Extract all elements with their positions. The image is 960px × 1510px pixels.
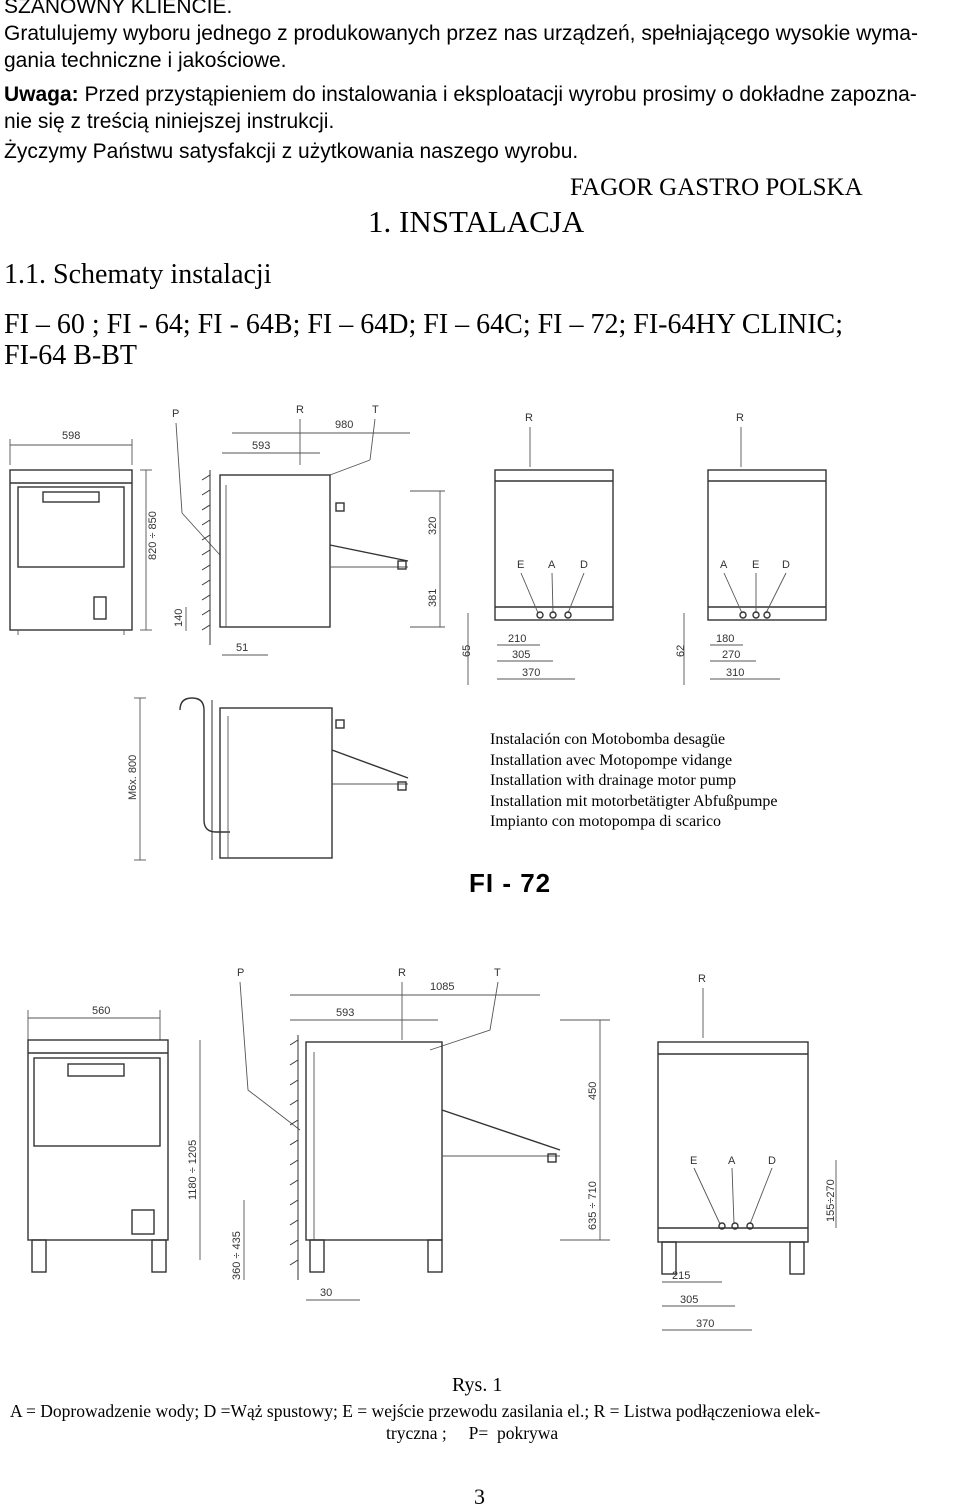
back2-dim-h: 62 — [675, 645, 687, 657]
pump-line-de: Installation mit motorbetätigter Abfußpu… — [490, 792, 778, 810]
back1-dim-c: 370 — [522, 667, 540, 679]
front-view-bottom: 560 1180 ÷ 1205 360 ÷ 435 — [27, 1005, 245, 1280]
letter-t: T — [372, 404, 379, 416]
dim-leg-width: 51 — [236, 642, 248, 654]
back1-letter-r: R — [525, 412, 533, 424]
dim-depth-total: 980 — [335, 419, 353, 431]
bottom-installation-diagram: 560 1180 ÷ 1205 360 ÷ 435 P R T 1085 593 — [27, 967, 837, 1331]
back1-letter-e: E — [517, 559, 524, 571]
letter-p: P — [172, 408, 179, 420]
dim-depth-inner: 593 — [252, 440, 270, 452]
bottom-back-letter-a: A — [728, 1155, 736, 1167]
back2-letter-d: D — [782, 559, 790, 571]
page-number: 3 — [474, 1484, 485, 1509]
pump-description: Instalación con Motobomba desagüe Instal… — [490, 730, 778, 833]
warning-line-1: Uwaga: Przed przystąpieniem do instalowa… — [4, 81, 917, 108]
top-installation-diagram: 598 820 ÷ 850 P R T 980 593 — [9, 404, 827, 685]
intro-line-1: Gratulujemy wyboru jednego z produkowany… — [4, 22, 918, 45]
greeting: SZANOWNY KLIENCIE. — [4, 0, 233, 18]
letter-r: R — [296, 404, 304, 416]
back2-dim-b: 270 — [722, 649, 740, 661]
bottom-letter-t: T — [494, 967, 501, 979]
legend-line-2: tryczna ; P= pokrywa — [386, 1423, 559, 1443]
bottom-letter-p: P — [237, 967, 244, 979]
back1-letter-d: D — [580, 559, 588, 571]
back1-letter-a: A — [548, 559, 556, 571]
bottom-dim-top-offset: 450 — [587, 1082, 599, 1100]
dim-top-offset: 320 — [427, 517, 439, 535]
pump-dim: M6x. 800 — [127, 755, 139, 800]
company-name: FAGOR GASTRO POLSKA — [570, 174, 863, 201]
bottom-dim-depth-total: 1085 — [430, 981, 454, 993]
dim-leg-gap: 140 — [173, 609, 185, 627]
bottom-letter-r: R — [398, 967, 406, 979]
dim-width-front: 598 — [62, 430, 80, 442]
models-line-2: FI-64 B-BT — [4, 340, 137, 371]
front-view-top: 598 820 ÷ 850 — [9, 430, 159, 635]
pump-line-it: Impianto con motopompa di scarico — [490, 813, 722, 830]
bottom-back-letter-d: D — [768, 1155, 776, 1167]
legend-line-1: A = Doprowadzenie wody; D =Wąż spustowy;… — [10, 1401, 821, 1421]
back1-dim-b: 305 — [512, 649, 530, 661]
pump-line-en: Installation with drainage motor pump — [490, 772, 737, 789]
pump-installation-diagram: M6x. 800 — [127, 697, 409, 861]
wall-hatch-top — [201, 474, 211, 631]
dim-drain-height: 381 — [427, 589, 439, 607]
bottom-dim-leg-range: 360 ÷ 435 — [231, 1231, 243, 1280]
back1-dim-h: 65 — [461, 645, 473, 657]
warning-label: Uwaga: — [4, 83, 79, 106]
section-title: 1. INSTALACJA — [368, 204, 585, 239]
back-view-bottom: R E A D 155÷270 215 305 370 — [657, 973, 837, 1331]
back-view-1-top: R E A D 65 210 305 370 — [461, 412, 614, 685]
bottom-dim-width-front: 560 — [92, 1005, 110, 1017]
pump-line-fr: Installation avec Motopompe vidange — [490, 751, 733, 769]
bottom-back-letter-e: E — [690, 1155, 697, 1167]
models-line-1: FI – 60 ; FI - 64; FI - 64B; FI – 64D; F… — [4, 309, 844, 340]
model-label-fi72: FI - 72 — [469, 868, 552, 898]
back2-dim-c: 310 — [726, 667, 744, 679]
back2-dim-a: 180 — [716, 633, 734, 645]
bottom-dim-depth-inner: 593 — [336, 1007, 354, 1019]
side-view-bottom: P R T 1085 593 450 635 ÷ 710 30 — [237, 967, 610, 1301]
back2-letter-a: A — [720, 559, 728, 571]
warning-text: Przed przystąpieniem do instalowania i e… — [78, 83, 917, 106]
wish-line: Życzymy Państwu satysfakcji z użytkowani… — [4, 140, 579, 163]
dim-height-range: 820 ÷ 850 — [147, 511, 159, 560]
figure-caption: Rys. 1 — [452, 1374, 503, 1396]
back2-letter-r: R — [736, 412, 744, 424]
back1-dim-a: 210 — [508, 633, 526, 645]
bottom-dim-leg-width: 30 — [320, 1287, 332, 1299]
back2-letter-e: E — [752, 559, 759, 571]
wall-hatch-bottom — [289, 1039, 299, 1266]
bottom-back-dim-a: 215 — [672, 1270, 690, 1282]
bottom-back-dim-b: 305 — [680, 1294, 698, 1306]
bottom-back-letter-r: R — [698, 973, 706, 985]
intro-line-2: gania techniczne i jakościowe. — [4, 49, 287, 72]
warning-line-2: nie się z treścią niniejszej instrukcji. — [4, 110, 335, 133]
back-view-2-top: R A E D 62 180 270 310 — [675, 412, 827, 685]
bottom-back-dim-c: 370 — [696, 1318, 714, 1330]
side-view-top: P R T 980 593 320 381 140 — [172, 404, 445, 656]
pump-line-es: Instalación con Motobomba desagüe — [490, 731, 726, 748]
bottom-back-dim-h: 155÷270 — [825, 1179, 837, 1222]
section-subtitle: 1.1. Schematy instalacji — [4, 259, 272, 290]
bottom-dim-drain-height: 635 ÷ 710 — [587, 1181, 599, 1230]
bottom-dim-height-range: 1180 ÷ 1205 — [187, 1140, 199, 1200]
